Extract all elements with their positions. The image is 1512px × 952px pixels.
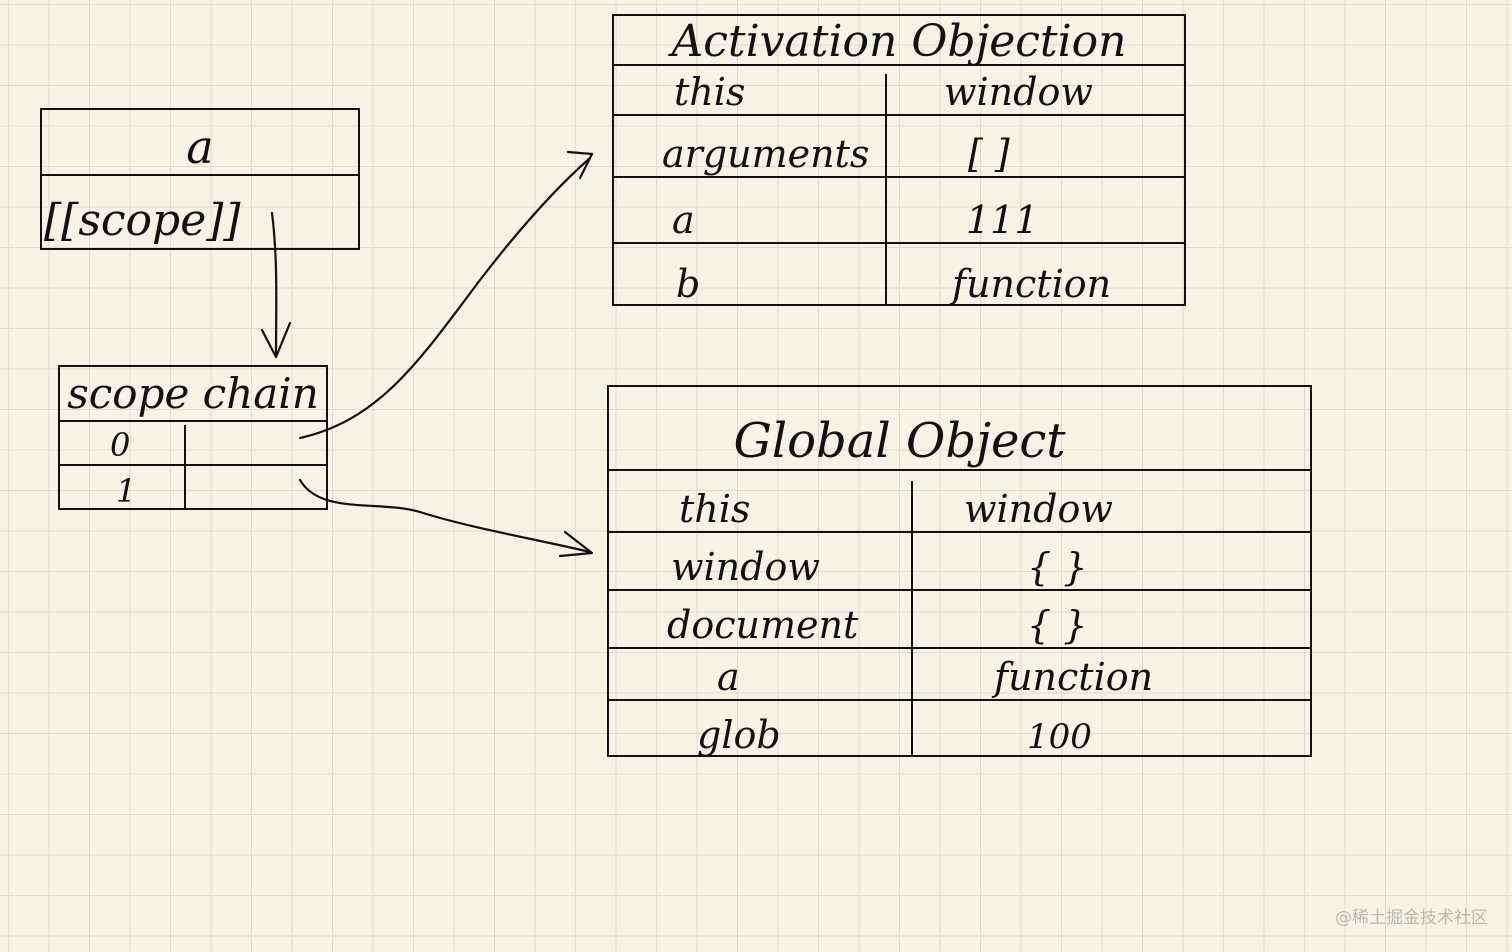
global-object-title-row: Global Object	[609, 387, 1310, 471]
activation-row: this window	[614, 66, 1184, 116]
scope-property-label: [[scope]]	[44, 195, 241, 246]
scope-chain-title: scope chain	[67, 369, 319, 418]
global-key: glob	[697, 713, 781, 757]
global-value: function	[994, 655, 1154, 699]
global-row: window { }	[609, 533, 1310, 591]
global-row: a function	[609, 649, 1310, 701]
activation-object-box: Activation Objection this window argumen…	[612, 14, 1186, 306]
activation-divider	[885, 74, 887, 304]
function-a-name-row: a	[42, 110, 358, 176]
activation-value: [ ]	[968, 132, 1010, 176]
activation-key: a	[672, 198, 695, 242]
scope-chain-index: 1	[116, 472, 137, 510]
watermark: @稀土掘金技术社区	[1335, 908, 1488, 928]
function-a-scope-row: [[scope]]	[42, 176, 358, 250]
scope-chain-index: 0	[110, 426, 131, 464]
arrow-chain0-to-activation-head	[566, 150, 594, 180]
scope-chain-title-row: scope chain	[60, 367, 326, 422]
activation-row: b function	[614, 244, 1184, 306]
arrow-scope-to-chain-head	[260, 321, 292, 359]
function-a-name: a	[186, 120, 214, 174]
scope-chain-row: 0	[60, 422, 326, 466]
activation-row: arguments [ ]	[614, 116, 1184, 178]
global-row: this window	[609, 471, 1310, 533]
activation-key: b	[676, 262, 701, 306]
global-value: { }	[1027, 603, 1088, 647]
activation-row: a 111	[614, 178, 1184, 244]
global-divider	[911, 481, 913, 755]
global-row: document { }	[609, 591, 1310, 649]
arrow-chain1-to-global-head	[558, 530, 594, 558]
activation-object-title: Activation Objection	[671, 16, 1127, 67]
activation-object-title-row: Activation Objection	[614, 16, 1184, 67]
global-object-box: Global Object this window window { } doc…	[607, 385, 1312, 757]
activation-value: window	[944, 70, 1093, 114]
function-a-box: a [[scope]]	[40, 108, 360, 250]
global-key: document	[667, 603, 859, 647]
arrow-chain1-to-global	[298, 478, 592, 554]
global-value: { }	[1027, 545, 1088, 589]
global-key: this	[679, 487, 751, 531]
global-key: window	[671, 545, 820, 589]
activation-value: function	[952, 262, 1112, 306]
global-object-title: Global Object	[733, 413, 1066, 469]
scope-chain-box: scope chain 0 1	[58, 365, 328, 510]
scope-chain-row: 1	[60, 466, 326, 510]
scope-chain-divider	[184, 425, 186, 508]
global-key: a	[717, 655, 740, 699]
activation-key: this	[674, 70, 746, 114]
global-row: glob 100	[609, 701, 1310, 757]
global-value: window	[964, 487, 1113, 531]
activation-key: arguments	[662, 132, 870, 176]
global-value: 100	[1027, 717, 1092, 757]
activation-value: 111	[966, 198, 1039, 242]
